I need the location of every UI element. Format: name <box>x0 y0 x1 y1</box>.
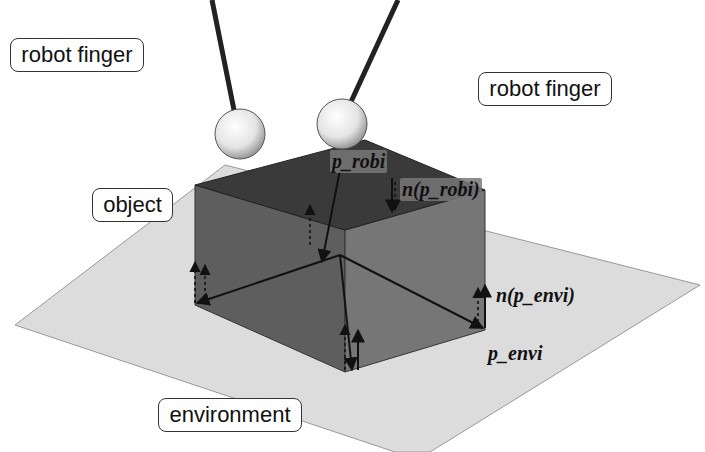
label-box: robot finger <box>10 38 144 72</box>
vector-label: n(p_robi) <box>400 178 482 201</box>
robot-fingers <box>212 0 398 159</box>
box-label: robot finger <box>21 42 132 68</box>
vector-label: n(p_envi) <box>494 284 577 307</box>
label-box: object <box>92 188 173 222</box>
normal-vectors <box>358 178 485 370</box>
vector-label: p_envi <box>486 342 544 365</box>
label-box: robot finger <box>478 72 612 106</box>
position-vectors <box>197 170 483 370</box>
box-label: robot finger <box>489 76 600 102</box>
vector-label: p_robi <box>330 150 387 173</box>
dashed-normals <box>195 182 478 370</box>
label-box: environment <box>158 398 302 432</box>
box-label: environment <box>169 402 290 428</box>
box-label: object <box>103 192 162 218</box>
